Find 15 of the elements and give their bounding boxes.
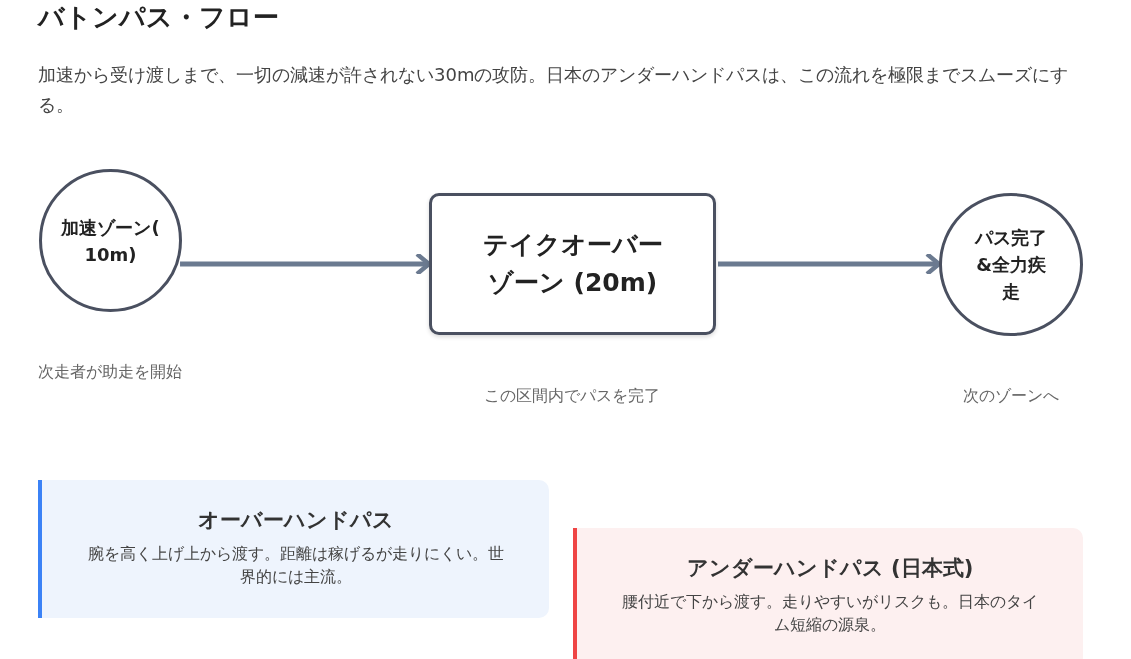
card-text: 腰付近で下から渡す。走りやすいがリスクも。日本のタイム短縮の源泉。 bbox=[621, 591, 1039, 636]
zone-note: この区間内でパスを完了 bbox=[484, 386, 660, 407]
info-card bbox=[38, 480, 549, 618]
zone-note: 次のゾーンへ bbox=[963, 386, 1059, 407]
caption: 加速から受け渡しまで、一切の減速が許されない30mの攻防。日本のアンダーハンドパスは、この流れを極限までスムーズにする。 bbox=[38, 63, 1070, 117]
info-card bbox=[573, 528, 1083, 659]
zone-box bbox=[429, 193, 716, 335]
card-text: 腕を高く上げ上から渡す。距離は稼げるが走りにくい。世界的には主流。 bbox=[86, 543, 505, 588]
zone-note: 次走者が助走を開始 bbox=[38, 362, 182, 383]
node-label: 加速ゾーン(10m) bbox=[60, 215, 161, 267]
node-label: テイクオーバーゾーン (20m) bbox=[481, 229, 664, 299]
card-heading: オーバーハンドパス bbox=[196, 507, 395, 534]
node-label: パス完了&全力疾走 bbox=[973, 226, 1048, 304]
card-heading: アンダーハンドパス (日本式) bbox=[685, 555, 975, 582]
title: バトンパス・フロー bbox=[38, 1, 279, 34]
